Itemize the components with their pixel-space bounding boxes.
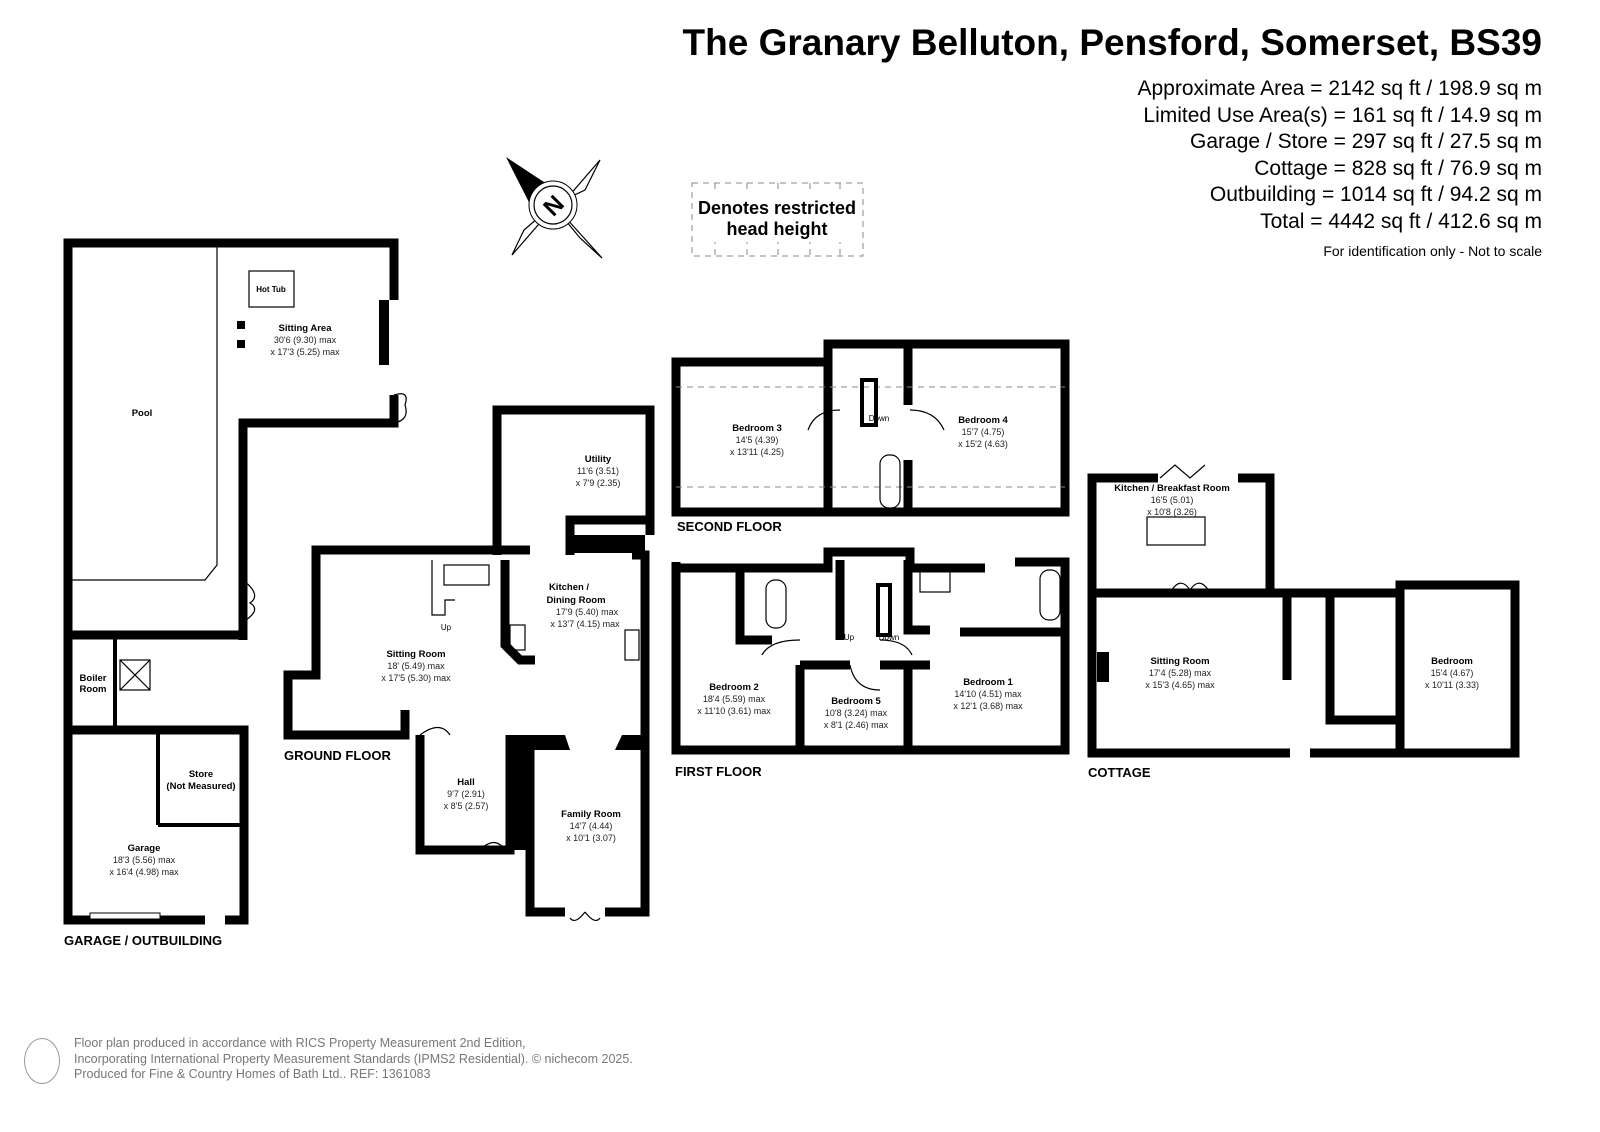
floor-label-outbuilding: GARAGE / OUTBUILDING — [64, 933, 222, 948]
room-sitting-area-dim2: x 17'3 (5.25) max — [270, 347, 340, 357]
room-family-room-name: Family Room — [561, 809, 621, 820]
room-boiler-name-2: Room — [80, 684, 107, 695]
room-utility-dim1: 11'6 (3.51) — [577, 466, 619, 476]
room-hall-name: Hall — [457, 777, 474, 788]
footer-credits: Floor plan produced in accordance with R… — [74, 1036, 633, 1083]
room-bedroom1-dim2: x 12'1 (3.68) max — [953, 701, 1023, 711]
restricted-head-height-legend: Denotes restricted head height — [691, 182, 864, 257]
room-sitting-room-dim1: 18' (5.49) max — [387, 661, 445, 671]
first-floor-stairs-down-label: Down — [879, 633, 899, 642]
floor-label-second: SECOND FLOOR — [677, 519, 782, 534]
room-sitting-area-name: Sitting Area — [279, 323, 333, 334]
ground-floor-plan — [283, 405, 655, 922]
outbuilding-plan — [63, 238, 407, 925]
area-approximate: Approximate Area = 2142 sq ft / 198.9 sq… — [1137, 77, 1543, 100]
room-sitting-room-dim2: x 17'5 (5.30) max — [381, 673, 451, 683]
room-bedroom3-name: Bedroom 3 — [732, 423, 782, 434]
floor-label-first: FIRST FLOOR — [675, 764, 762, 779]
footer-line-2: Incorporating International Property Mea… — [74, 1051, 633, 1066]
room-store-name: Store — [189, 769, 213, 780]
room-boiler-name-1: Boiler — [80, 673, 107, 684]
stairs-up-label: Up — [441, 623, 452, 632]
area-cottage: Cottage = 828 sq ft / 76.9 sq m — [1254, 156, 1542, 180]
room-bedroom2-dim1: 18'4 (5.59) max — [703, 694, 766, 704]
room-utility-dim2: x 7'9 (2.35) — [576, 478, 621, 488]
person-scale-icon — [24, 1038, 60, 1084]
room-bedroom2-name: Bedroom 2 — [709, 682, 759, 693]
room-utility-name: Utility — [585, 454, 612, 465]
room-hall-dim1: 9'7 (2.91) — [447, 789, 485, 799]
legend-line-2: head height — [726, 219, 827, 239]
room-bedroom3-dim2: x 13'11 (4.25) — [730, 447, 784, 457]
room-cottage-sitting-dim1: 17'4 (5.28) max — [1149, 668, 1212, 678]
room-bedroom3-dim1: 14'5 (4.39) — [736, 435, 779, 445]
room-kitchen-dining-dim1: 17'9 (5.40) max — [556, 607, 619, 617]
room-kitchen-dining-name-2: Dining Room — [546, 595, 605, 606]
second-floor-plan — [671, 339, 1070, 517]
room-kitchen-dining-name-1: Kitchen / — [549, 582, 589, 593]
room-cottage-kitchen-dim1: 16'5 (5.01) — [1151, 495, 1194, 505]
room-kitchen-dining-dim2: x 13'7 (4.15) max — [550, 619, 620, 629]
room-cottage-sitting-dim2: x 15'3 (4.65) max — [1145, 680, 1215, 690]
room-garage-dim1: 18'3 (5.56) max — [113, 855, 176, 865]
room-bedroom2-dim2: x 11'10 (3.61) max — [697, 706, 771, 716]
room-bedroom5-dim1: 10'8 (3.24) max — [825, 708, 888, 718]
room-cottage-sitting-name: Sitting Room — [1150, 656, 1209, 667]
first-floor-stairs-up-label: Up — [844, 633, 855, 642]
legend-line-1: Denotes restricted — [698, 198, 856, 218]
room-bedroom4-dim1: 15'7 (4.75) — [962, 427, 1005, 437]
room-garage-name: Garage — [128, 843, 161, 854]
room-cottage-kitchen-dim2: x 10'8 (3.26) — [1147, 507, 1197, 517]
scale-note: For identification only - Not to scale — [1323, 243, 1542, 259]
property-title: The Granary Belluton, Pensford, Somerset… — [682, 22, 1542, 63]
room-store-note: (Not Measured) — [166, 781, 235, 792]
room-cottage-bedroom-dim1: 15'4 (4.67) — [1431, 668, 1474, 678]
room-hall-dim2: x 8'5 (2.57) — [444, 801, 489, 811]
room-family-room-dim2: x 10'1 (3.07) — [566, 833, 616, 843]
room-garage-dim2: x 16'4 (4.98) max — [109, 867, 179, 877]
room-sitting-room-name: Sitting Room — [386, 649, 445, 660]
footer-line-3: Produced for Fine & Country Homes of Bat… — [74, 1067, 431, 1081]
room-cottage-bedroom-name: Bedroom — [1431, 656, 1473, 667]
room-cottage-bedroom-dim2: x 10'11 (3.33) — [1425, 680, 1479, 690]
area-limited-use: Limited Use Area(s) = 161 sq ft / 14.9 s… — [1143, 103, 1542, 127]
footer-line-1: Floor plan produced in accordance with R… — [74, 1036, 526, 1050]
room-pool-name: Pool — [132, 408, 153, 419]
room-bedroom1-name: Bedroom 1 — [963, 677, 1013, 688]
room-sitting-area-dim1: 30'6 (9.30) max — [274, 335, 337, 345]
room-family-room-dim1: 14'7 (4.44) — [570, 821, 613, 831]
area-outbuilding: Outbuilding = 1014 sq ft / 94.2 sq m — [1209, 183, 1542, 206]
room-bedroom1-dim1: 14'10 (4.51) max — [954, 689, 1022, 699]
room-bedroom4-name: Bedroom 4 — [958, 415, 1008, 426]
area-garage-store: Garage / Store = 297 sq ft / 27.5 sq m — [1190, 130, 1542, 153]
room-cottage-kitchen-name: Kitchen / Breakfast Room — [1114, 483, 1230, 494]
room-bedroom5-name: Bedroom 5 — [831, 696, 881, 707]
floor-label-ground: GROUND FLOOR — [284, 748, 391, 763]
floor-label-cottage: COTTAGE — [1088, 765, 1151, 780]
compass-icon: N — [506, 157, 603, 259]
room-bedroom5-dim2: x 8'1 (2.46) max — [824, 720, 889, 730]
room-bedroom4-dim2: x 15'2 (4.63) — [958, 439, 1008, 449]
hot-tub-label: Hot Tub — [256, 285, 286, 294]
second-floor-stairs-down-label: Down — [869, 414, 889, 423]
first-floor-plan — [671, 547, 1070, 755]
cottage-plan — [1087, 464, 1520, 758]
area-total: Total = 4442 sq ft / 412.6 sq m — [1260, 209, 1542, 233]
area-summary: Approximate Area = 2142 sq ft / 198.9 sq… — [1138, 76, 1543, 235]
